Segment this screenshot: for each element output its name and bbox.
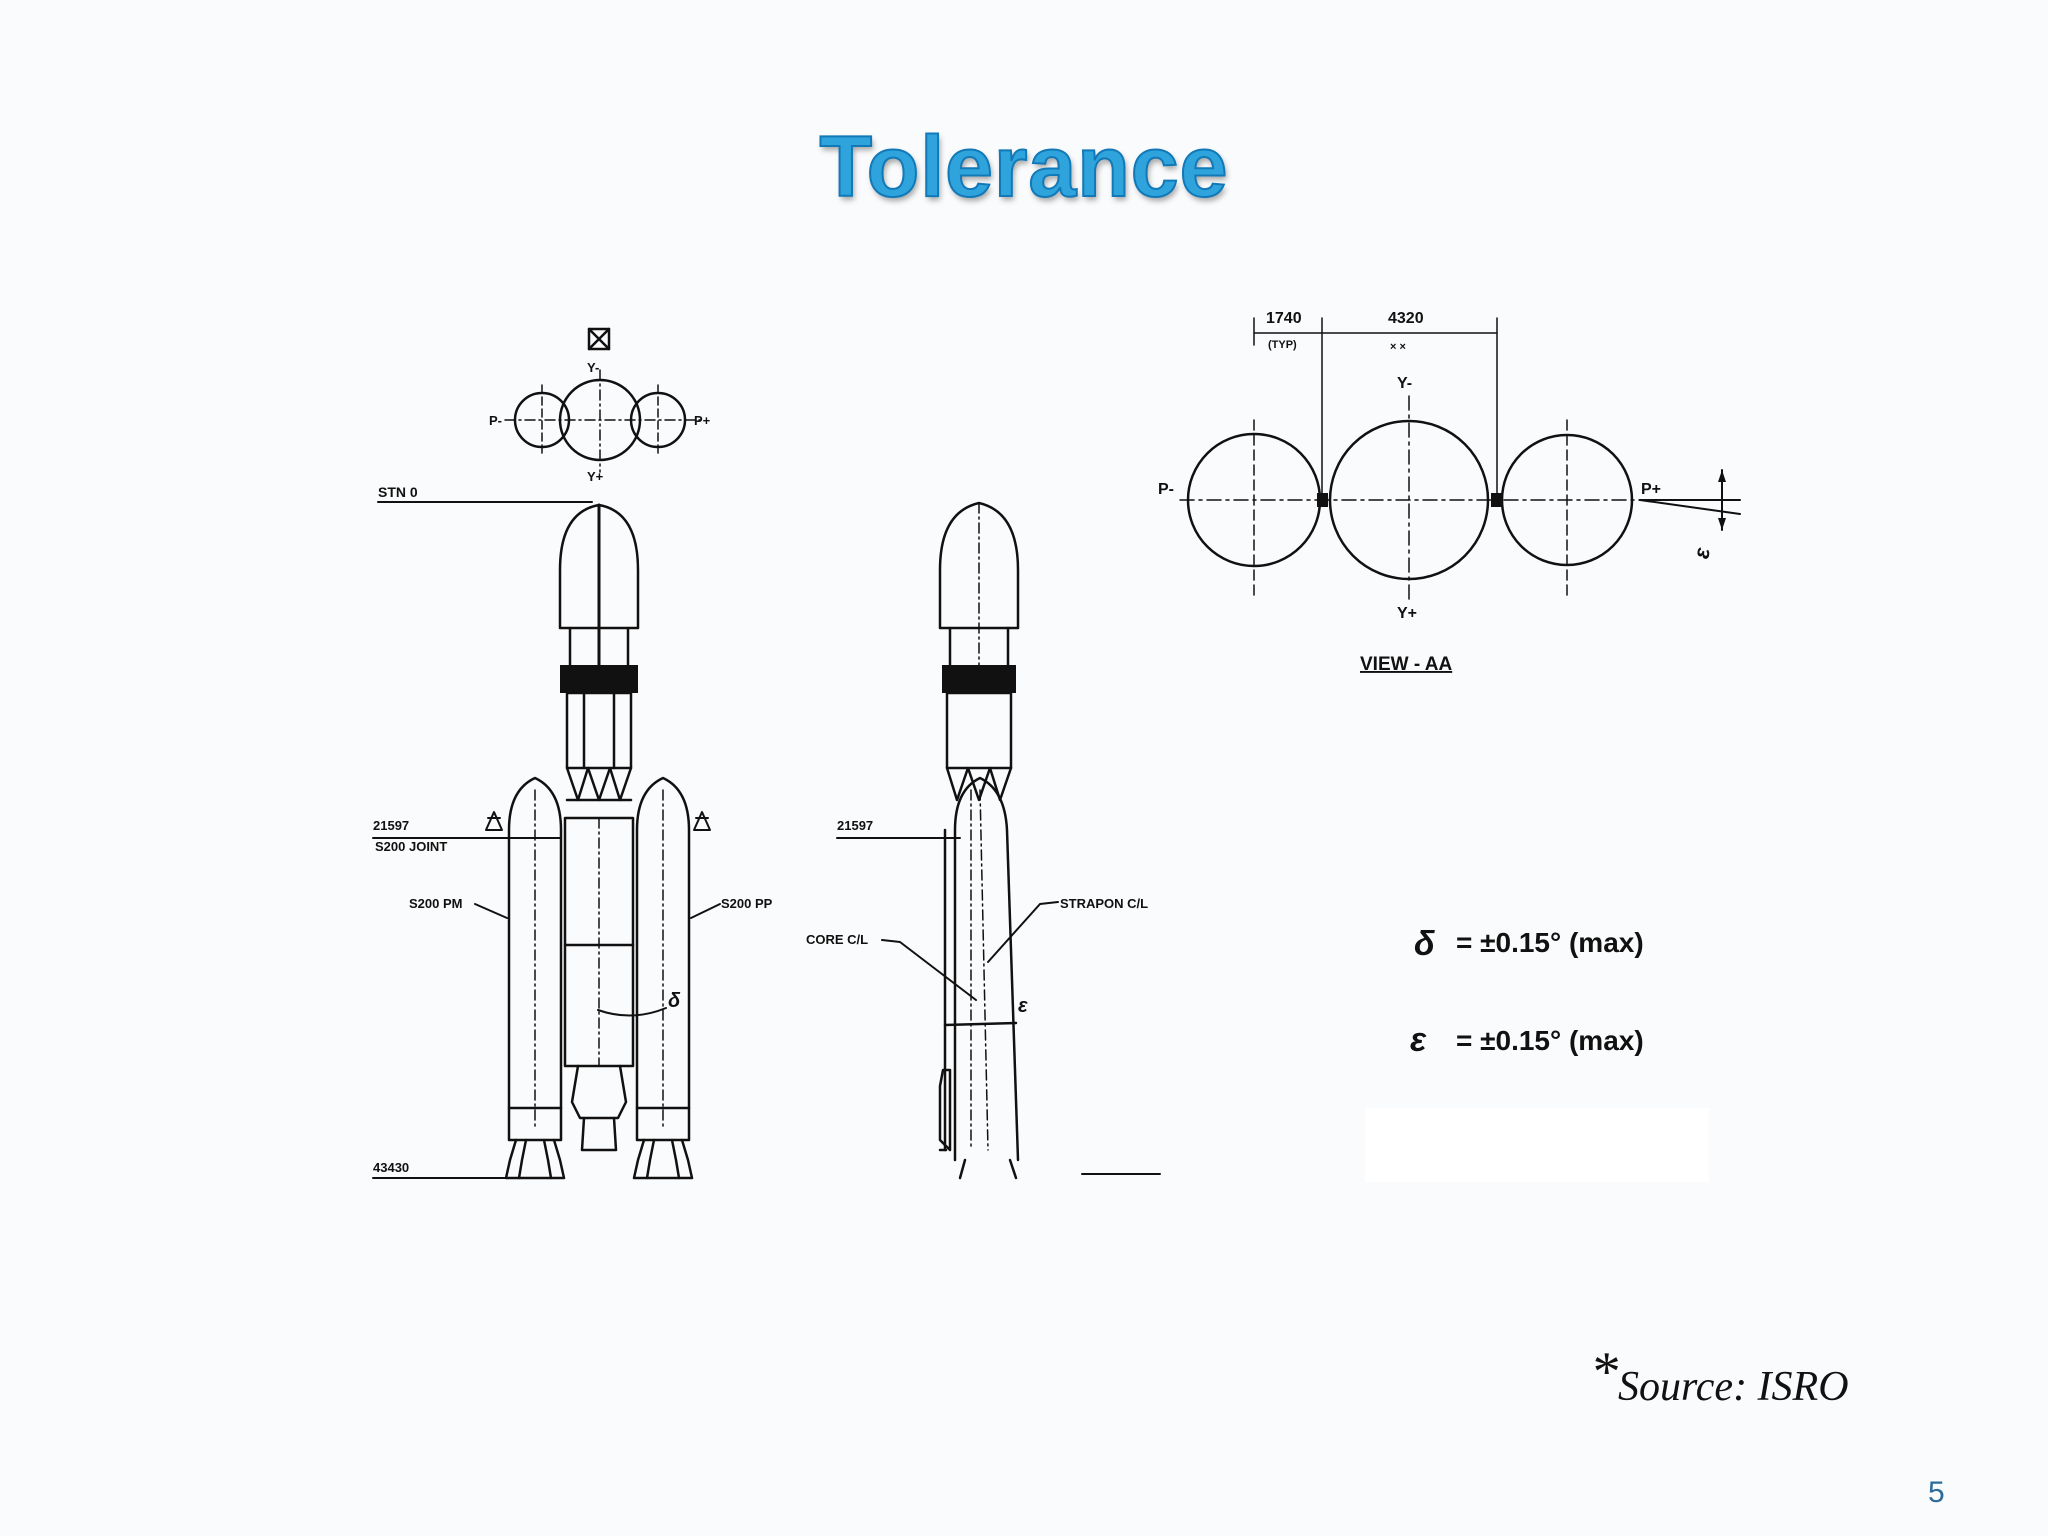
view-p-plus-label: P+ xyxy=(1641,481,1661,498)
epsilon-angle-label: ε xyxy=(1018,995,1028,1017)
view-y-minus-label: Y- xyxy=(1397,375,1412,392)
delta-angle-label: δ xyxy=(668,990,681,1012)
tolerance-epsilon-value: = ±0.15° (max) xyxy=(1456,1025,1644,1056)
strapon-cl-label: STRAPON C/L xyxy=(1060,896,1148,911)
s200-pm-label: S200 PM xyxy=(409,896,462,911)
source-asterisk: * xyxy=(1590,1341,1618,1403)
blank-patch xyxy=(1365,1108,1709,1182)
left-p-plus-label: P+ xyxy=(694,413,711,428)
s200-pp-label: S200 PP xyxy=(721,896,773,911)
tolerance-delta-symbol: δ xyxy=(1414,925,1435,963)
source-note: *Source: ISRO xyxy=(1590,1340,1849,1411)
left-y-plus-label: Y+ xyxy=(587,469,604,484)
source-text: Source: ISRO xyxy=(1618,1364,1849,1410)
page-number: 5 xyxy=(1928,1476,1945,1509)
dim-4320-label: 4320 xyxy=(1388,310,1424,327)
tolerance-values: δ = ±0.15° (max) ε = ±0.15° (max) xyxy=(1410,925,1644,1059)
left-y-minus-label: Y- xyxy=(587,360,599,375)
svg-text:× ×: × × xyxy=(1390,341,1406,353)
svg-text:ε: ε xyxy=(1688,545,1715,560)
left-p-minus-label: P- xyxy=(489,413,502,428)
s200-joint-label: S200 JOINT xyxy=(375,839,447,854)
left-top-section-view: Y- Y+ P- P+ xyxy=(489,327,711,484)
core-cl-label: CORE C/L xyxy=(806,932,868,947)
view-p-minus-label: P- xyxy=(1158,481,1174,498)
station-43430-label: 43430 xyxy=(373,1160,409,1175)
middle-vehicle-side-view: 21597 CORE C/L STRAPON C/L ε xyxy=(806,501,1161,1180)
view-aa-section: 1740 (TYP) 4320 × × ε Y- Y+ P- P+ VIEW -… xyxy=(1158,310,1741,675)
dim-typ-label: (TYP) xyxy=(1268,339,1297,351)
station-21597-label: 21597 xyxy=(373,818,409,833)
view-aa-caption: VIEW - AA xyxy=(1360,654,1452,675)
stn-0-label: STN 0 xyxy=(378,484,418,500)
dim-1740-label: 1740 xyxy=(1266,310,1302,327)
left-vehicle-side-view: STN 0 21597 S200 JOINT 43430 S200 PM xyxy=(372,484,773,1180)
tolerance-delta-value: = ±0.15° (max) xyxy=(1456,927,1644,958)
view-y-plus-label: Y+ xyxy=(1397,605,1417,622)
mid-station-21597-label: 21597 xyxy=(837,818,873,833)
tolerance-epsilon-symbol: ε xyxy=(1410,1021,1427,1059)
slide-title: Tolerance xyxy=(819,118,1229,216)
